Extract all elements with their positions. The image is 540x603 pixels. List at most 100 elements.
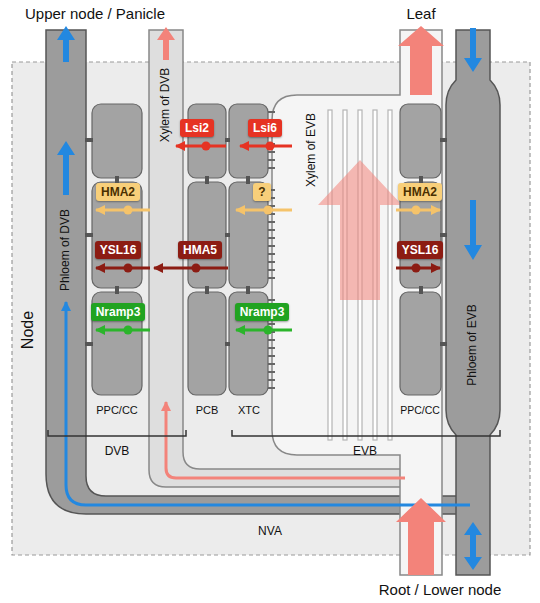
transporter-dot [264,326,273,335]
cell [92,182,142,288]
xylem-arrow [157,27,175,60]
transport-arrow [96,209,150,212]
transporter-tag: Lsi2 [180,119,214,137]
cell [400,104,441,178]
flow-arrow [318,160,402,300]
cell [92,104,142,178]
transporter-tag: YSL16 [397,241,444,259]
bracket [232,430,500,436]
phloem-arrow [464,28,482,72]
transporter-dot [412,264,421,273]
transporter-tag: ? [253,183,270,201]
tissue-label: Xylem of EVB [305,113,319,187]
tissue-label: Phloem of EVB [466,304,480,385]
evb-phloem-tube [446,30,500,575]
phloem-arrow [464,522,482,570]
cell-label: PPC/CC [400,404,440,416]
transporter-dot [202,142,211,151]
tissue-label: Phloem of DVB [59,209,73,291]
cell-label: PCB [196,404,219,417]
pit [246,286,250,294]
organ-label: Root / Lower node [379,581,502,598]
transporter-name: Nramp3 [96,305,141,319]
transport-arrow [154,267,228,270]
pit [246,176,250,184]
bundle-label: DVB [105,445,130,459]
transport-arrow [176,145,226,148]
xylem-flow-line [166,402,405,478]
transporter-dot [412,206,421,215]
phloem-arrow [57,141,75,195]
phloem-flow-line [66,302,470,505]
transporter-tag: YSL16 [95,241,142,259]
pit [85,138,93,142]
transporter-tag: HMA2 [96,183,140,201]
transporter-dot [192,264,201,273]
transporter-name: YSL16 [402,243,439,257]
cell-label: PPC/CC [96,404,138,417]
transporter-name: HMA2 [101,185,135,199]
transporter-name: Lsi6 [253,121,277,135]
transporter-name: Lsi2 [185,121,209,135]
transporter-name: HMA5 [183,243,217,257]
bundle-label: EVB [353,445,377,459]
cell [92,292,142,395]
transporter-name: YSL16 [100,243,137,257]
cell [400,292,441,395]
pit [115,286,119,294]
region-label: Node [19,311,37,349]
cell [400,182,441,288]
organ-label: Leaf [406,5,435,22]
xylem-arrow [398,26,444,95]
pit [225,342,230,346]
transporter-dot [264,206,273,215]
transporter-tag: HMA2 [398,183,442,201]
pit [85,342,93,346]
pit [440,233,447,237]
transporter-tag: HMA5 [178,241,222,259]
cell [188,182,226,288]
transporter-tag: Nramp3 [91,303,146,321]
pit [440,138,447,142]
transporter-dot [124,326,133,335]
transport-arrow [96,329,150,332]
organ-label: Upper node / Panicle [25,5,165,22]
tissue-label: Xylem of DVB [159,68,173,143]
pit [225,138,230,142]
transporter-tag: Nramp3 [235,303,290,321]
plasmodesmata [85,138,447,346]
xylem-arrow [396,498,446,575]
phloem-arrow [57,26,75,62]
transport-arrows [96,146,440,330]
transport-arrow [96,267,150,270]
transporter-name: HMA2 [403,185,437,199]
vessel [328,110,332,440]
cell [229,104,268,178]
cell [229,182,268,288]
vessel [388,110,392,440]
phloem-arrow [464,200,482,260]
pit [440,342,447,346]
transporter-dot [266,142,275,151]
bracket [48,430,186,436]
cells [92,104,441,395]
pit [85,233,93,237]
wall-ingrowths [268,112,275,388]
transporter-tag: Lsi6 [248,119,282,137]
pit [419,286,423,294]
pit [205,286,209,294]
transporter-dot [124,206,133,215]
evb-xylem-region [272,30,442,575]
transporter-name: ? [258,185,265,199]
transporter-dots [124,142,421,335]
cell [188,292,226,395]
pit [205,176,209,184]
cell [188,104,226,178]
cell-label: XTC [238,404,260,417]
bundle-label: NVA [258,525,282,539]
transporter-dot [124,264,133,273]
pit [225,233,230,237]
transporter-name: Nramp3 [240,305,285,319]
